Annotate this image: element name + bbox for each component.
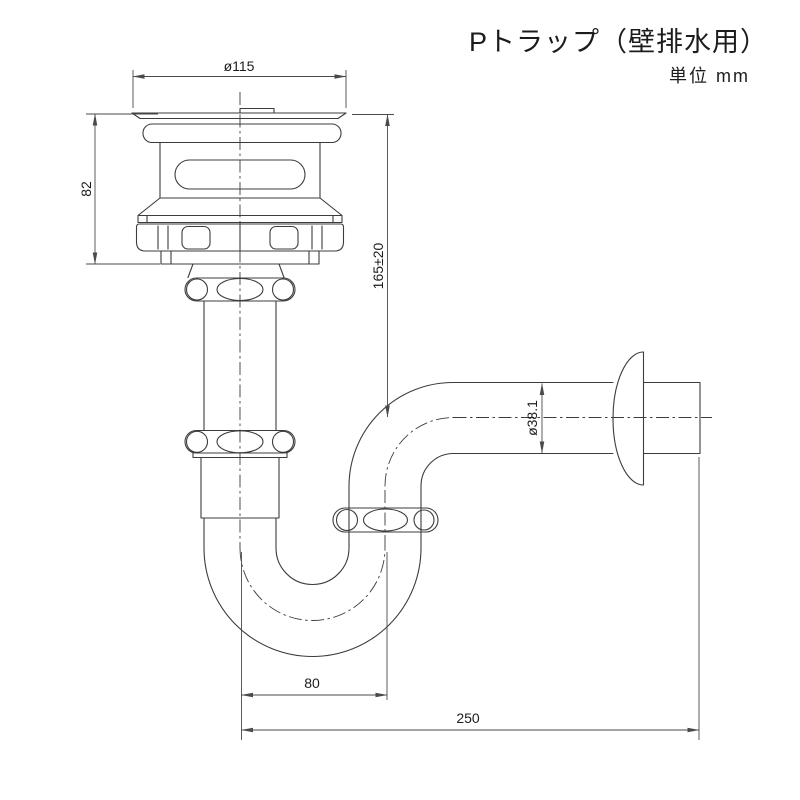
drain-assembly <box>131 107 347 279</box>
flange-ring <box>142 123 342 144</box>
locknut-slot-right <box>269 225 299 250</box>
wall-escutcheon <box>612 351 645 486</box>
extension-lines <box>86 70 700 740</box>
tailpipe <box>203 300 277 432</box>
riser-pipe <box>348 485 422 549</box>
flange-tab <box>239 107 275 114</box>
dim-flange-diameter: ø115 <box>224 58 255 74</box>
trap-body <box>184 277 701 658</box>
u-bend <box>203 517 422 658</box>
unit-label: 単位 mm <box>669 66 750 86</box>
elbow <box>348 381 455 487</box>
locknut-slot-left <box>181 225 211 250</box>
drawing-title: Pトラップ（壁排水用） <box>468 27 768 57</box>
dim-drain-height: 82 <box>78 181 94 197</box>
dim-outlet-reach: 250 <box>456 710 480 726</box>
u-bend-centerline <box>239 547 386 621</box>
lower-collar <box>160 250 320 279</box>
elbow-centerline <box>384 417 454 487</box>
dimension-annotations: ø115 82 165±20 ø38.1 80 250 <box>78 58 700 740</box>
outlet-pipe <box>452 381 701 455</box>
dim-trap-offset: 80 <box>304 675 320 691</box>
centerlines <box>239 92 712 621</box>
strainer-body <box>159 141 321 199</box>
slip-nut-middle <box>184 429 296 454</box>
dim-inlet-height: 165±20 <box>370 242 386 289</box>
drain-flange <box>131 112 347 120</box>
dim-pipe-diameter: ø38.1 <box>524 400 540 436</box>
slip-nut-riser <box>332 507 439 533</box>
